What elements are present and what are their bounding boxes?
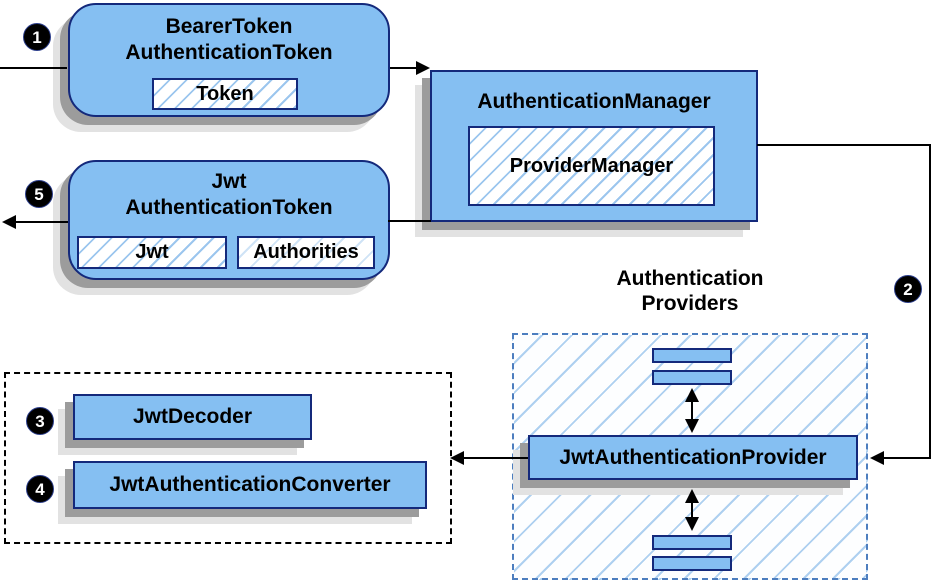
jwt-authentication-token-box: Jwt AuthenticationToken Jwt Authorities [68,160,390,280]
provider-placeholder-bar-top-2 [652,370,732,385]
authentication-providers-label: Authentication Providers [560,266,820,316]
provider-placeholder-bar-bottom-1 [652,535,732,550]
jwt-token-box-title: Jwt AuthenticationToken [70,162,388,221]
step-1-number: 1 [32,27,42,47]
provider-placeholder-bar-bottom-2 [652,556,732,571]
jwt-decoder-box: JwtDecoder [73,394,312,440]
bearer-token-box-title: BearerToken AuthenticationToken [70,5,388,66]
arrowhead-into-manager [416,61,430,75]
jwt-token-title-line2: AuthenticationToken [125,196,333,219]
step-3-badge: 3 [26,407,54,435]
step-2-number: 2 [903,279,913,299]
authentication-providers-label-line1: Authentication [616,267,764,290]
step-3-number: 3 [35,411,45,431]
step-4-number: 4 [35,479,45,499]
authorities-chip-label: Authorities [253,241,359,263]
authentication-providers-label-line2: Providers [641,292,739,315]
provider-placeholder-bar-top-1 [652,348,732,363]
jwt-chip-label: Jwt [135,241,169,263]
jwt-authentication-converter-label: JwtAuthenticationConverter [109,473,391,496]
arrowhead-into-provider [870,451,884,465]
step-1-badge: 1 [23,23,51,51]
token-chip: Token [152,78,298,110]
provider-manager-chip-label: ProviderManager [509,154,674,177]
bearer-token-title-line1: BearerToken [165,15,293,38]
authentication-manager-title-text: AuthenticationManager [477,90,711,113]
step-5-badge: 5 [25,180,53,208]
bearer-token-title-line2: AuthenticationToken [125,41,333,64]
token-chip-label: Token [196,82,254,105]
step-2-badge: 2 [894,275,922,303]
bearer-token-authentication-token-box: BearerToken AuthenticationToken Token [68,3,390,117]
provider-manager-chip: ProviderManager [468,126,715,206]
jwt-decoder-label: JwtDecoder [132,405,253,428]
step-4-badge: 4 [26,475,54,503]
jwt-chip: Jwt [77,236,227,269]
authentication-manager-title: AuthenticationManager [432,72,756,115]
authorities-chip: Authorities [237,236,375,269]
authentication-manager-box: AuthenticationManager ProviderManager [430,70,758,222]
jwt-authentication-provider-box: JwtAuthenticationProvider [528,435,858,480]
step-5-number: 5 [34,184,44,204]
jwt-authentication-converter-box: JwtAuthenticationConverter [73,461,427,509]
jwt-token-title-line1: Jwt [211,170,247,193]
jwt-authentication-provider-label: JwtAuthenticationProvider [559,445,827,469]
arrowhead-into-decoder-group [450,451,464,465]
arrowhead-step5-out [2,215,16,229]
